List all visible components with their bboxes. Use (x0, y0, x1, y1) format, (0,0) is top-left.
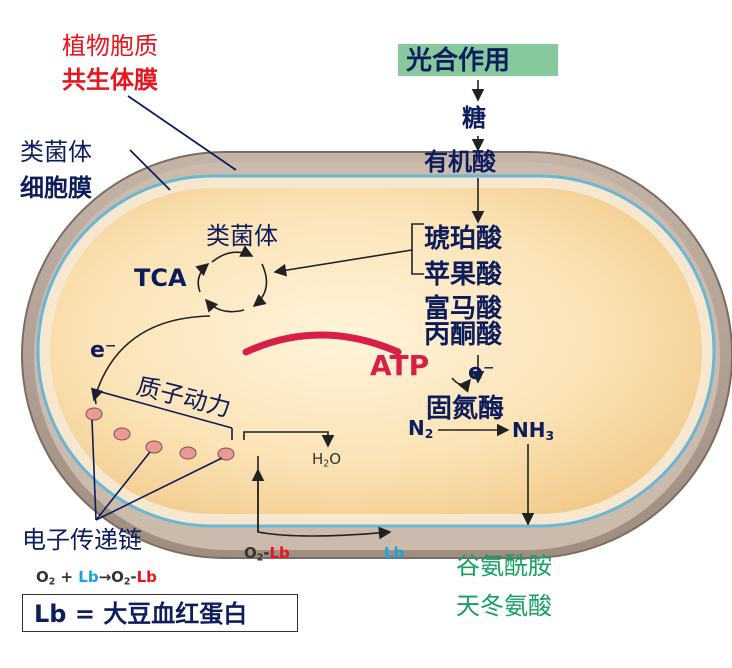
arrow-chain-h2o (243, 431, 335, 448)
o2lb-subscript: 2 (256, 552, 264, 564)
chain-dot-5 (217, 447, 235, 461)
label-bacteroid-line1: 类菌体 (20, 138, 92, 166)
label-leghemoglobin-definition: Lb = 大豆血红蛋白 (34, 600, 248, 628)
photosynthesis-highlight (398, 44, 558, 76)
o2lb-lb: Lb (269, 544, 290, 562)
eq-arrow: → (98, 568, 112, 586)
eq-o2b-subscript: 2 (123, 576, 131, 588)
label-h2o: H2O (312, 452, 341, 469)
arrow-atp-e (451, 377, 472, 393)
chain-dot-4 (179, 446, 197, 460)
label-electron-left: e⁻ (90, 338, 117, 363)
label-bacteroid-membrane: 细胞膜 (20, 174, 92, 202)
label-n2: N2 (408, 418, 433, 441)
tca-cycle-bottom (204, 298, 245, 313)
n2-subscript: 2 (424, 426, 434, 442)
label-organic-acid: 有机酸 (424, 148, 496, 176)
pointer-symbiosome (127, 95, 237, 171)
eq-dash: - (130, 568, 137, 586)
bacteroid-cytoplasm (50, 188, 702, 514)
label-glutamine: 谷氨酰胺 (456, 552, 552, 580)
eq-lb: Lb (78, 568, 99, 586)
etc-pointer-1 (91, 419, 97, 521)
label-fumarate: 富马酸 (424, 294, 503, 324)
chain-dot-3 (145, 440, 163, 454)
h2o-o: O (329, 450, 342, 468)
n2-symbol: N (408, 416, 425, 440)
label-free-lb: Lb (384, 544, 405, 562)
label-electron-right: e⁻ (468, 360, 495, 385)
nh3-symbol: NH (512, 418, 546, 442)
arrow-acid-tca (273, 249, 413, 277)
label-tca: TCA (134, 264, 187, 292)
lb-definition-box (22, 594, 298, 632)
pointer-bacteroid-membrane (129, 149, 171, 191)
eq-lb2: Lb (136, 568, 157, 586)
etc-pointer-2 (95, 451, 151, 521)
h2o-h: H (312, 450, 324, 468)
atp-red-arrow (242, 331, 402, 356)
label-o2-lb: O2-Lb (244, 546, 290, 563)
chain-dot-2 (113, 427, 131, 441)
eq-o2-subscript: 2 (48, 576, 56, 588)
pmf-bracket (93, 389, 233, 429)
eq-o2b: O (111, 568, 124, 586)
o2lb-o: O (244, 544, 257, 562)
arrow-o2lb-loop (257, 456, 392, 540)
label-bacteroid-inner: 类菌体 (206, 222, 278, 250)
label-photosynthesis: 光合作用 (406, 46, 511, 76)
label-pyruvate: 丙酮酸 (424, 320, 503, 350)
h2o-subscript: 2 (323, 458, 330, 470)
label-nh3: NH3 (512, 420, 554, 443)
etc-pointer-3 (95, 457, 223, 521)
o2lb-dash: - (263, 544, 270, 562)
label-sugar: 糖 (462, 104, 486, 132)
label-asparagine: 天冬氨酸 (456, 592, 552, 620)
eq-o2: O (36, 568, 49, 586)
pmf-tick-left (93, 389, 97, 405)
label-symbiosome-membrane: 共生体膜 (62, 66, 158, 94)
label-plant-cytoplasm: 植物胞质 (62, 32, 158, 60)
eq-plus: + (55, 568, 79, 586)
label-succinate: 琥珀酸 (424, 224, 503, 254)
label-nitrogenase: 固氮酶 (426, 394, 505, 424)
label-malate: 苹果酸 (424, 260, 503, 290)
acid-bracket (411, 223, 424, 275)
tca-cycle-top (211, 245, 254, 263)
nh3-subscript: 3 (545, 428, 555, 444)
tca-cycle-right (252, 263, 268, 308)
electron-path (91, 315, 211, 402)
tca-cycle-left (195, 262, 210, 293)
label-atp: ATP (370, 349, 430, 382)
label-o2-binding-equation: O2 + Lb→O2-Lb (36, 570, 157, 587)
chain-dot-1 (85, 407, 103, 421)
label-electron-transport-chain: 电子传递链 (22, 526, 142, 554)
